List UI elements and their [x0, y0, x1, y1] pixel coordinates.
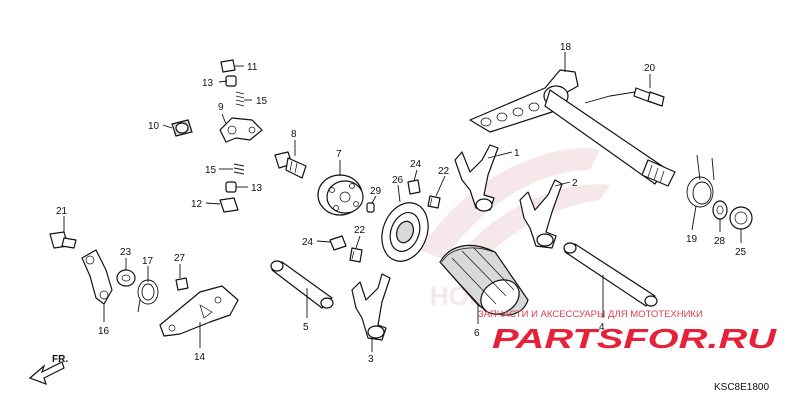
callout-23: 23 — [120, 247, 132, 258]
collar-28 — [712, 200, 728, 220]
bolt-22-lower — [349, 247, 363, 263]
callout-27: 27 — [174, 253, 186, 264]
plate-24-lower — [329, 235, 347, 251]
callout-26: 26 — [392, 175, 404, 186]
callout-13-upper: 13 — [202, 78, 214, 89]
callout-17: 17 — [142, 256, 154, 267]
watermark-tagline: ЗАПЧАСТИ И АКСЕССУАРЫ ДЛЯ МОТОТЕХНИКИ — [478, 309, 703, 320]
collar-13-lower — [225, 181, 237, 193]
drum-center-7 — [317, 174, 364, 216]
collar-10 — [171, 119, 193, 137]
callout-labels: 18 20 1 2 3 4 5 6 7 8 9 10 11 13 15 15 1… — [56, 42, 747, 365]
shift-fork-2 — [519, 179, 563, 249]
callout-1: 1 — [514, 148, 520, 159]
shift-arm-16 — [81, 249, 113, 305]
bolt-8 — [274, 151, 307, 179]
callout-11: 11 — [247, 62, 258, 73]
callout-2: 2 — [572, 178, 578, 189]
callout-22-upper: 22 — [438, 166, 450, 177]
spring-15-upper — [235, 91, 245, 107]
callout-7: 7 — [336, 149, 342, 160]
stopper-arm-9 — [219, 117, 263, 143]
callout-15-upper: 15 — [256, 96, 268, 107]
callout-16: 16 — [98, 326, 110, 337]
bearing-26 — [381, 202, 429, 262]
shift-spindle — [469, 69, 676, 187]
callout-13-lower: 13 — [251, 183, 263, 194]
washer-23 — [116, 269, 136, 287]
direction-label: FR. — [52, 354, 68, 365]
pin-29 — [366, 202, 375, 213]
plate-24-upper — [407, 179, 421, 195]
callout-3: 3 — [368, 354, 374, 365]
callout-29: 29 — [370, 186, 382, 197]
callout-8: 8 — [291, 129, 297, 140]
spring-15-lower — [233, 163, 245, 175]
shift-drum-6 — [439, 244, 529, 316]
callout-9: 9 — [218, 102, 224, 113]
callout-21: 21 — [56, 206, 68, 217]
callout-4: 4 — [599, 322, 605, 333]
fork-shaft-5 — [270, 260, 334, 309]
return-spring-19 — [686, 154, 715, 208]
callout-12: 12 — [191, 199, 203, 210]
washer-25 — [729, 206, 753, 230]
fork-shaft-4 — [563, 242, 658, 307]
front-direction-indicator: FR. — [28, 354, 68, 386]
collar-13-upper — [225, 75, 237, 87]
shift-fork-1 — [454, 144, 499, 212]
callout-14: 14 — [194, 352, 206, 363]
bolt-27 — [175, 277, 189, 291]
callout-5: 5 — [303, 322, 309, 333]
diagram-code: KSC8E1800 — [714, 382, 769, 393]
callout-24-lower: 24 — [302, 237, 314, 248]
callout-28: 28 — [714, 236, 726, 247]
callout-22-lower: 22 — [354, 225, 366, 236]
plate-12 — [219, 197, 239, 213]
callout-20: 20 — [644, 63, 656, 74]
shift-fork-3 — [351, 273, 391, 341]
callout-25: 25 — [735, 247, 747, 258]
cap-11 — [220, 59, 236, 73]
callout-19: 19 — [686, 234, 698, 245]
leader-lines — [63, 52, 742, 352]
callout-15-lower: 15 — [205, 165, 217, 176]
spring-17 — [137, 279, 159, 313]
watermark-brand: PARTSFOR.RU — [492, 323, 777, 354]
callout-18: 18 — [560, 42, 572, 53]
bolt-20 — [633, 87, 665, 107]
bolt-21 — [49, 231, 77, 249]
bolt-22-upper — [427, 195, 441, 209]
callout-24-upper: 24 — [410, 159, 422, 170]
arrow-icon — [28, 361, 65, 386]
callout-10: 10 — [148, 121, 160, 132]
guide-plate-14 — [159, 285, 239, 337]
callout-6: 6 — [474, 328, 480, 339]
